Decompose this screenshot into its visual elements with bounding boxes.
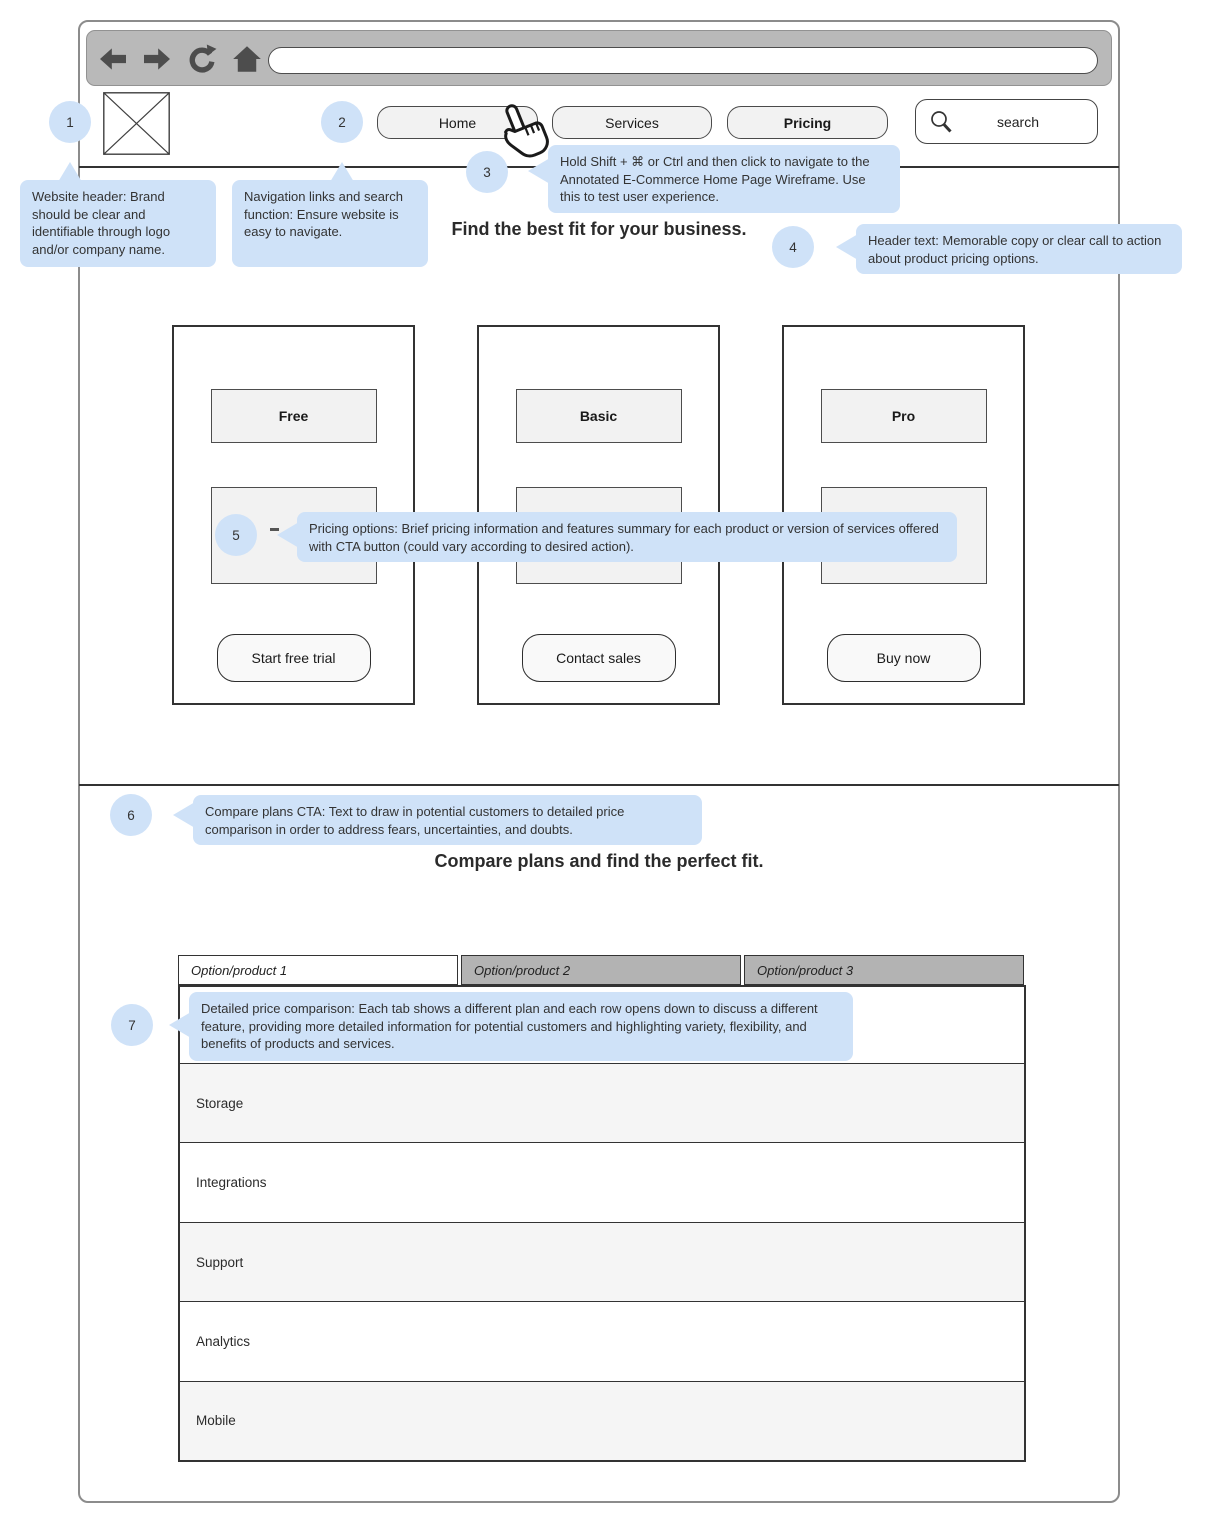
start-free-trial-button[interactable]: Start free trial (216, 634, 371, 682)
feature-row-support[interactable]: Support (180, 1221, 1024, 1302)
browser-nav-icons (98, 41, 262, 77)
tab-label: Option/product 3 (757, 962, 854, 978)
annotation-text: Compare plans CTA: Text to draw in poten… (205, 804, 625, 837)
annotation-callout-4: Header text: Memorable copy or clear cal… (836, 224, 1182, 274)
pointer-hand-cursor (494, 101, 550, 163)
annotation-text: Pricing options: Brief pricing informati… (309, 521, 939, 554)
nav-label-pricing: Pricing (783, 114, 832, 131)
feature-row-integrations[interactable]: Integrations (180, 1142, 1024, 1221)
plan-card-free: Free Start free trial (172, 325, 415, 705)
row-label: Mobile (196, 1413, 236, 1429)
forward-icon[interactable] (142, 46, 172, 72)
callout-tail (169, 1012, 191, 1038)
tab-option-product-1[interactable]: Option/product 1 (178, 955, 458, 985)
plan-title: Basic (515, 389, 682, 443)
nav-label-services: Services (605, 114, 659, 131)
annotation-marker-4: 4 (772, 226, 814, 268)
comparison-table: Storage Integrations Support Analytics M… (178, 985, 1026, 1462)
callout-tail (173, 802, 195, 828)
logo-placeholder (103, 92, 170, 155)
callout-tail (277, 522, 299, 548)
callout-tail (836, 234, 858, 260)
section-divider (79, 784, 1119, 786)
annotation-marker-1: 1 (49, 101, 91, 143)
tab-label: Option/product 1 (191, 962, 288, 978)
annotation-marker-3: 3 (466, 151, 508, 193)
callout-tail (58, 162, 82, 182)
annotation-marker-2: 2 (321, 101, 363, 143)
annotation-text: Website header: Brand should be clear an… (32, 189, 171, 257)
tab-option-product-2[interactable]: Option/product 2 (461, 955, 741, 985)
annotation-callout-3: Hold Shift + ⌘ or Ctrl and then click to… (528, 145, 900, 213)
annotation-callout-6: Compare plans CTA: Text to draw in poten… (173, 795, 702, 845)
annotation-text: Hold Shift + ⌘ or Ctrl and then click to… (560, 154, 870, 205)
annotation-leader-dash (270, 528, 279, 531)
annotation-text: Detailed price comparison: Each tab show… (201, 1001, 818, 1052)
callout-tail (330, 162, 354, 182)
row-label: Integrations (196, 1175, 267, 1191)
pricing-heading: Find the best fit for your business. (451, 219, 747, 239)
feature-row-storage[interactable]: Storage (180, 1063, 1024, 1143)
search-field[interactable]: search (915, 99, 1098, 144)
buy-now-button[interactable]: Buy now (826, 634, 981, 682)
annotation-text: Header text: Memorable copy or clear cal… (868, 233, 1162, 266)
feature-row-mobile[interactable]: Mobile (180, 1380, 1024, 1461)
nav-button-services[interactable]: Services (552, 106, 712, 139)
nav-label-home: Home (438, 114, 477, 131)
annotation-callout-7: Detailed price comparison: Each tab show… (169, 992, 853, 1061)
annotation-callout-2: Navigation links and search function: En… (232, 162, 428, 267)
contact-sales-button[interactable]: Contact sales (521, 634, 676, 682)
url-address-bar[interactable] (268, 47, 1098, 74)
annotation-text: Navigation links and search function: En… (244, 189, 403, 240)
annotation-marker-7: 7 (111, 1004, 153, 1046)
feature-row-analytics[interactable]: Analytics (180, 1301, 1024, 1380)
row-label: Support (196, 1254, 244, 1270)
compare-heading: Compare plans and find the perfect fit. (434, 851, 764, 871)
row-label: Analytics (196, 1333, 251, 1349)
annotation-callout-1: Website header: Brand should be clear an… (20, 162, 216, 267)
annotation-callout-5: Pricing options: Brief pricing informati… (277, 512, 957, 562)
search-icon (929, 110, 953, 134)
annotation-marker-5: 5 (215, 514, 257, 556)
callout-tail (528, 158, 550, 184)
row-label: Storage (196, 1095, 244, 1111)
reload-icon[interactable] (186, 44, 218, 74)
nav-button-pricing[interactable]: Pricing (727, 106, 888, 139)
plan-title: Pro (820, 389, 987, 443)
tab-label: Option/product 2 (474, 962, 571, 978)
search-placeholder: search (996, 113, 1040, 130)
annotation-marker-6: 6 (110, 794, 152, 836)
home-icon[interactable] (232, 45, 262, 73)
plan-title: Free (210, 389, 377, 443)
back-icon[interactable] (98, 46, 128, 72)
tab-option-product-3[interactable]: Option/product 3 (744, 955, 1024, 985)
